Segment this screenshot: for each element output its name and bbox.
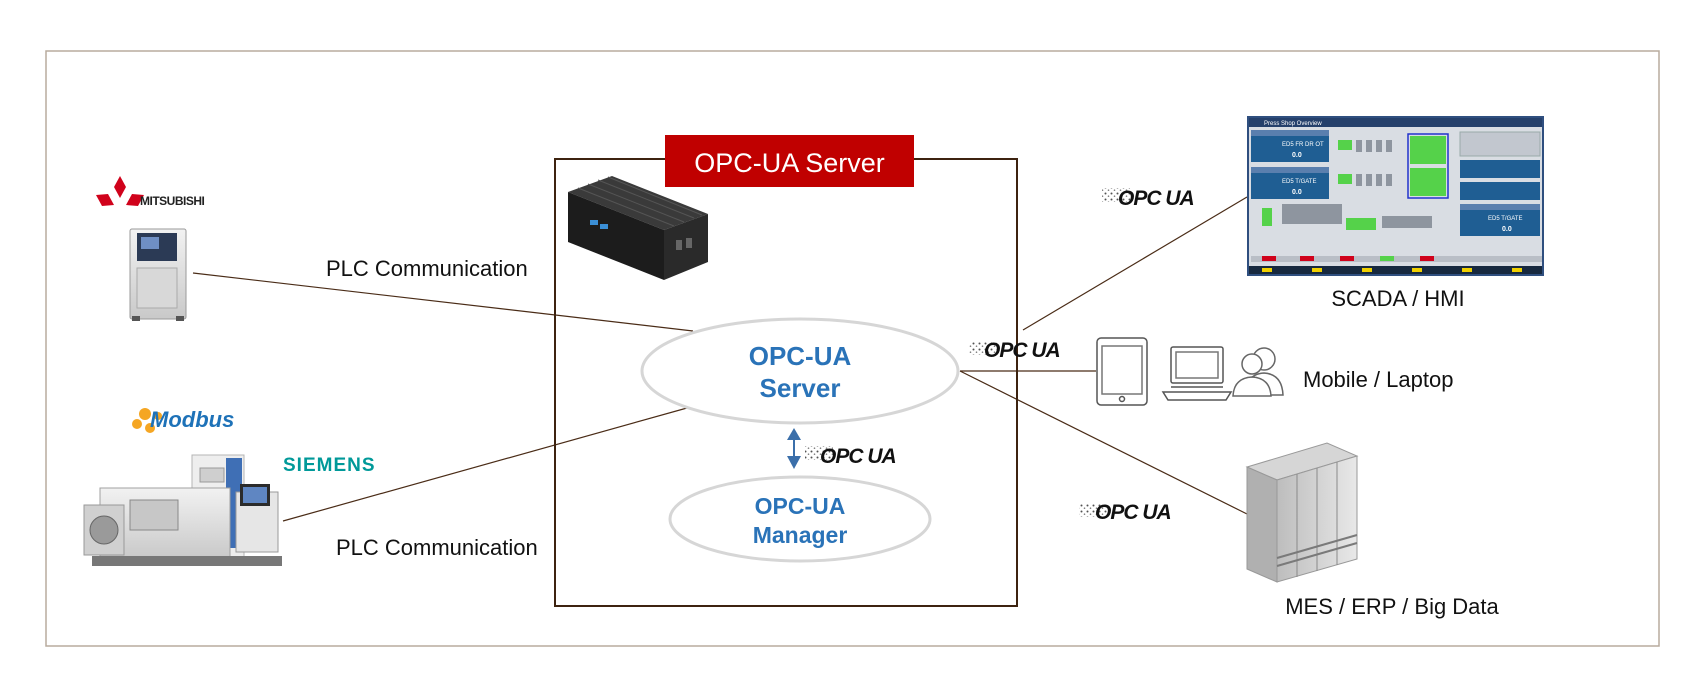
mes-erp-bigdata-label: MES / ERP / Big Data — [1285, 594, 1499, 619]
laptop-icon — [1161, 346, 1233, 401]
svg-text:0.0: 0.0 — [1292, 189, 1302, 196]
svg-text:0.0: 0.0 — [1502, 226, 1512, 233]
plc-device-siemens — [83, 454, 282, 566]
server-banner-label: OPC-UA Server — [694, 148, 885, 178]
plc-device-mitsubishi — [129, 228, 187, 321]
outer-frame — [45, 50, 1660, 647]
opcua-manager-label-2: Manager — [753, 522, 848, 548]
svg-text:OPC UA: OPC UA — [984, 339, 1060, 362]
svg-text:OPC UA: OPC UA — [1095, 501, 1171, 524]
scada-hmi-label: SCADA / HMI — [1331, 286, 1464, 311]
server-banner — [665, 135, 914, 187]
opc-ua-logo: OPC UA — [1102, 187, 1195, 210]
svg-text:ED5 FR DR OT: ED5 FR DR OT — [1282, 142, 1324, 148]
svg-text:MITSUBISHI: MITSUBISHI — [140, 194, 205, 208]
svg-text:ED5 T/GATE: ED5 T/GATE — [1488, 216, 1522, 222]
users-icon — [1232, 347, 1284, 397]
link-mitsubishi-server — [192, 272, 694, 332]
mini-pc-icon — [568, 176, 708, 280]
opcua-server-node[interactable] — [640, 317, 960, 425]
server-cabinet-icon — [1245, 442, 1359, 583]
double-arrow-icon — [787, 428, 801, 469]
connection-lines — [192, 196, 1248, 522]
mobile-laptop-label: Mobile / Laptop — [1303, 367, 1453, 392]
scada-hmi-screen: Press Shop Overview ED5 FR DR OT 0.0 ED5… — [1247, 116, 1544, 276]
opcua-server-label-1: OPC-UA — [749, 341, 852, 371]
opc-ua-logo: OPC UA — [805, 445, 897, 468]
opcua-server-label-2: Server — [760, 373, 841, 403]
opcua-manager-label-1: OPC-UA — [755, 493, 846, 519]
link-server-mes — [959, 370, 1248, 515]
modbus-logo: Modbus — [132, 407, 234, 433]
svg-text:0.0: 0.0 — [1292, 152, 1302, 159]
svg-text:ED5 T/GATE: ED5 T/GATE — [1282, 179, 1316, 185]
svg-text:Modbus: Modbus — [150, 407, 234, 432]
plc-communication-label-top: PLC Communication — [326, 256, 528, 281]
opc-ua-logo: OPC UA — [969, 339, 1061, 362]
tablet-icon — [1096, 337, 1148, 406]
opc-ua-logo: OPC UA — [1079, 501, 1172, 524]
svg-text:OPC UA: OPC UA — [1118, 187, 1194, 210]
plc-communication-label-bottom: PLC Communication — [336, 535, 538, 560]
opcua-manager-node[interactable] — [668, 475, 932, 563]
hmi-title: Press Shop Overview — [1264, 121, 1322, 127]
svg-text:OPC UA: OPC UA — [820, 445, 896, 468]
mitsubishi-logo: MITSUBISHI — [96, 176, 205, 208]
siemens-logo: SIEMENS — [283, 455, 376, 476]
link-server-scada — [1022, 196, 1248, 331]
link-siemens-server — [282, 407, 688, 522]
